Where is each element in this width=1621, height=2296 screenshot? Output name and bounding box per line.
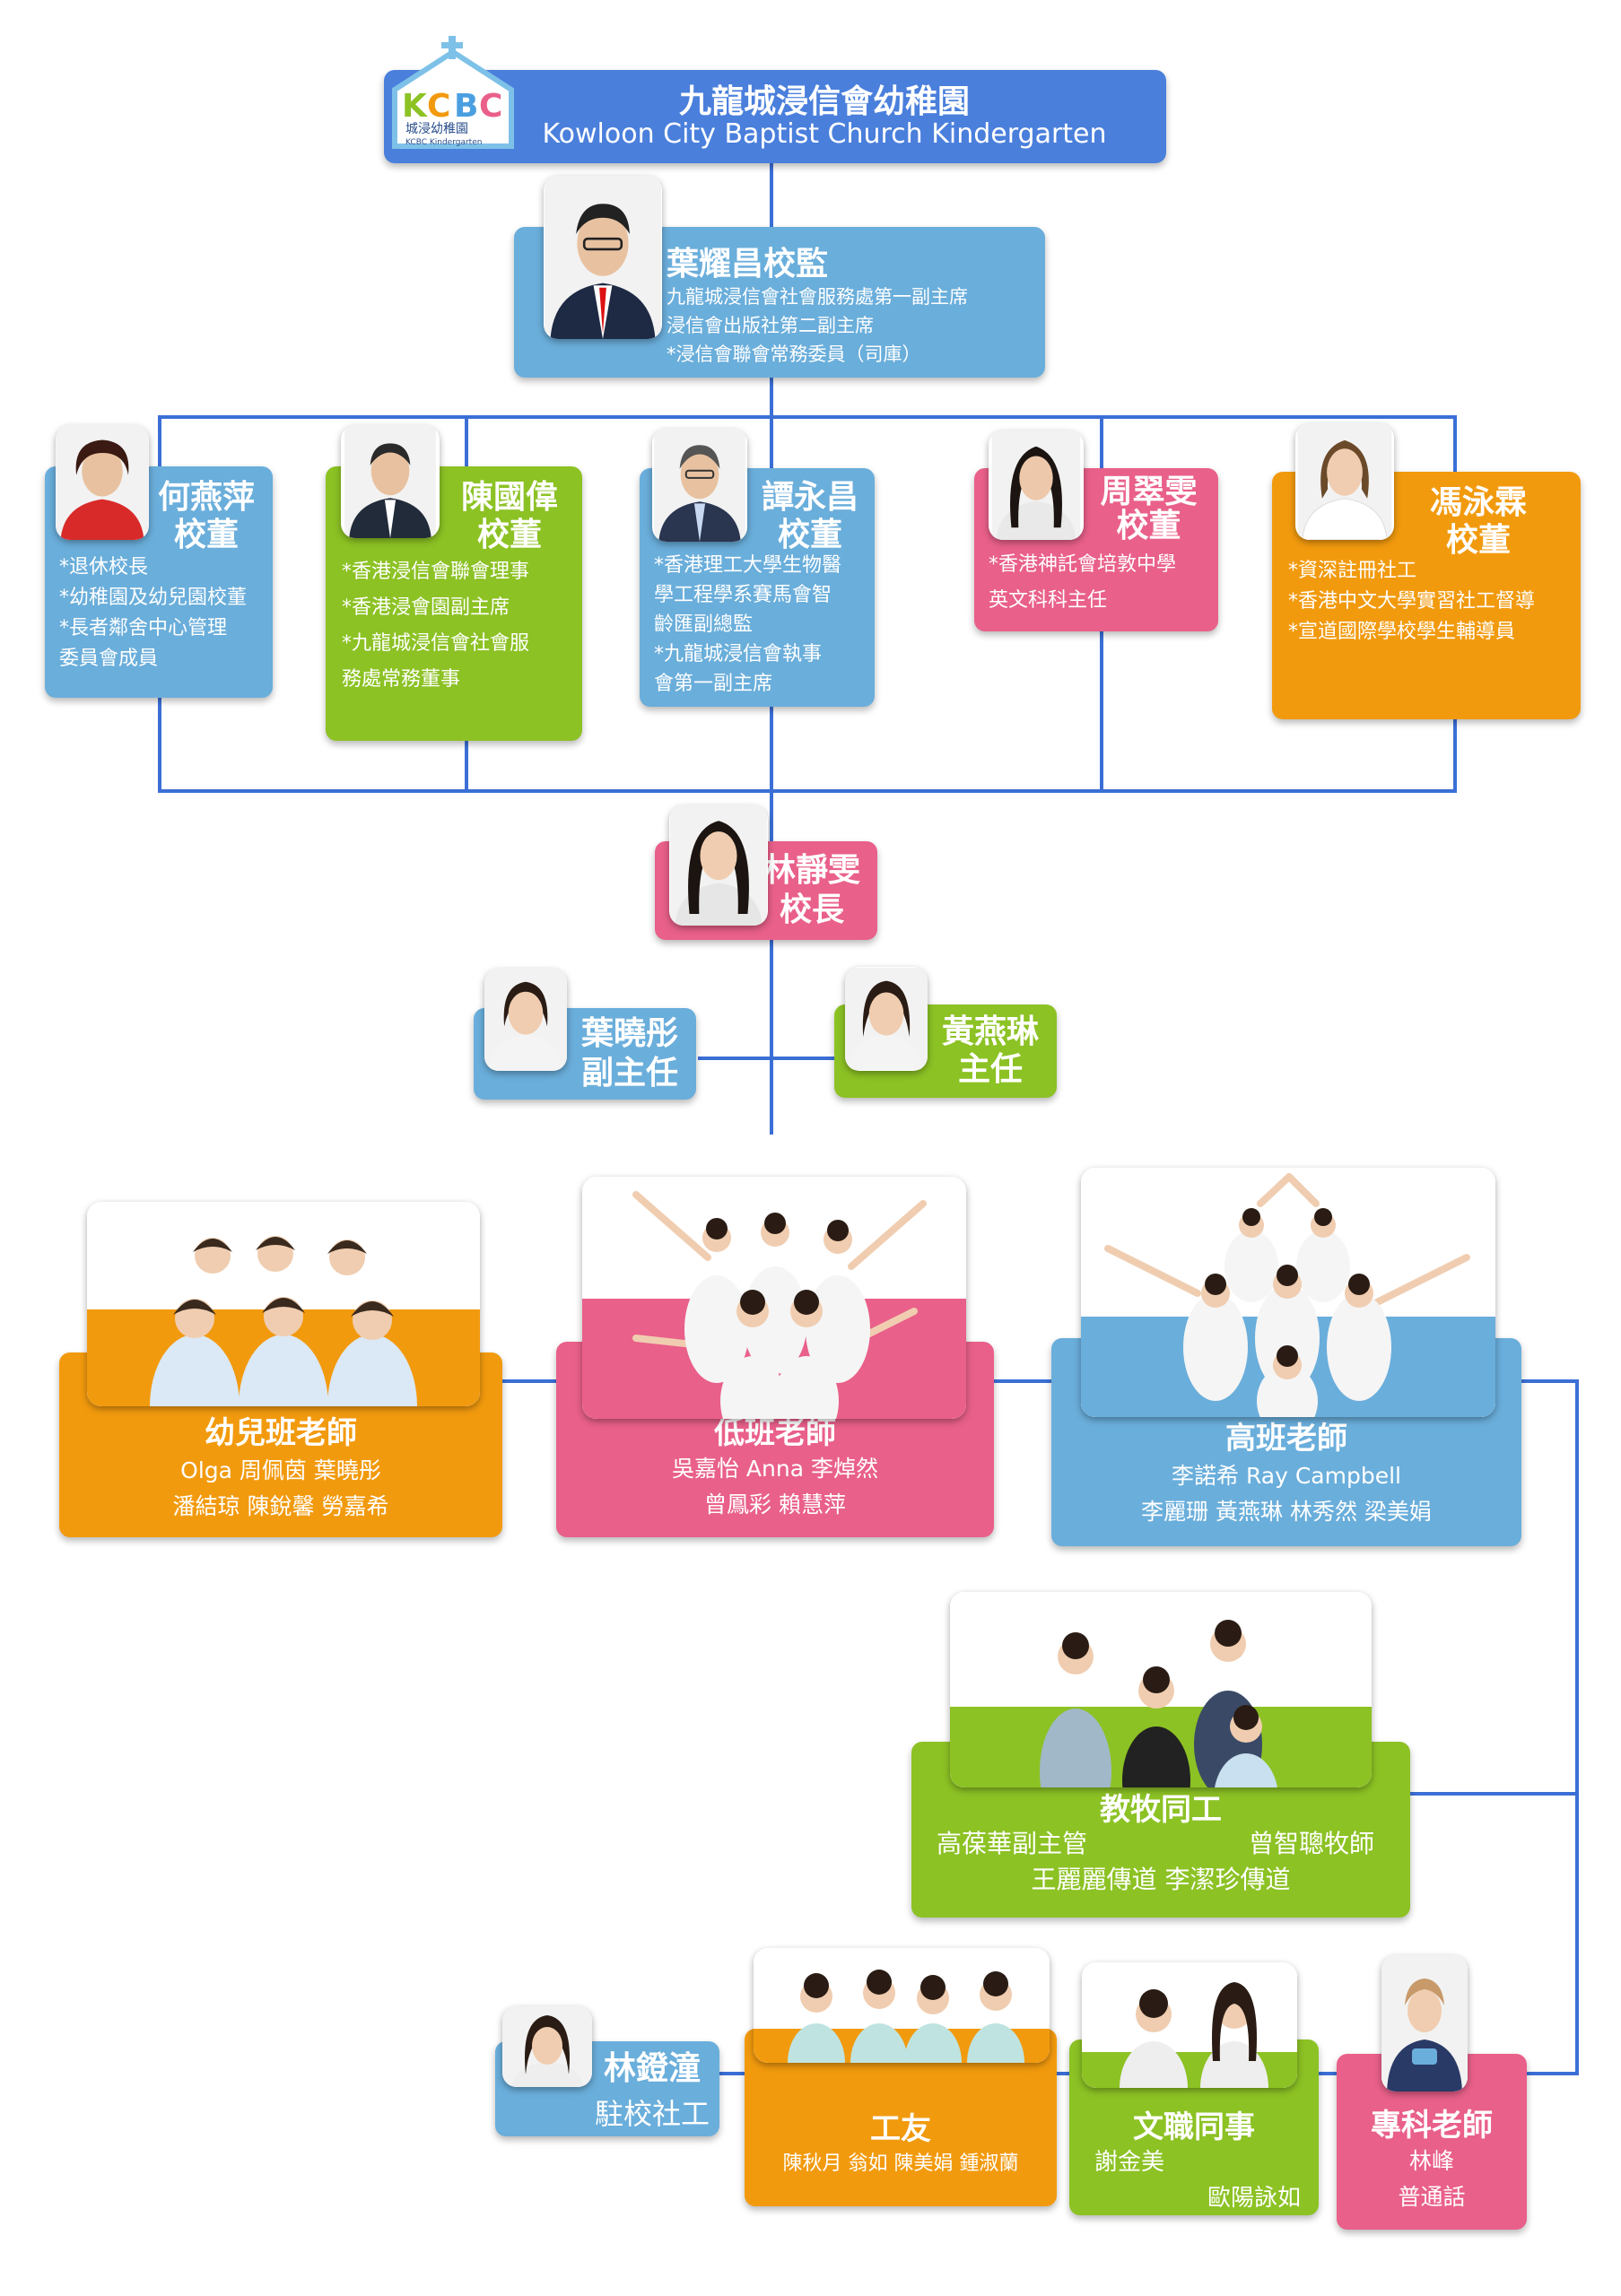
manager-title: 校董 bbox=[1445, 522, 1511, 559]
head-name: 黃燕琳 bbox=[941, 1013, 1039, 1050]
manager-duties: *香港神託會培敦中學 英文科科主任 bbox=[989, 553, 1177, 612]
social-worker-photo bbox=[502, 2006, 592, 2087]
group-members: 謝金美 bbox=[1094, 2149, 1165, 2176]
head-card: 黃燕琳 主任 bbox=[834, 1004, 1057, 1098]
head-photo bbox=[845, 967, 928, 1071]
clerical-staff-photo bbox=[1082, 1962, 1297, 2088]
group-members: Olga 周佩茵 葉曉彤 bbox=[180, 1457, 381, 1483]
manager-name: 周翠雯 bbox=[1100, 474, 1198, 510]
manager-title: 校董 bbox=[777, 517, 842, 553]
kindergarten-header: 九龍城浸信會幼稚園 Kowloon City Baptist Church Ki… bbox=[384, 70, 1166, 163]
group-members: 吳嘉怡 Anna 李焯然 bbox=[671, 1456, 878, 1482]
manager-photo-4 bbox=[989, 430, 1084, 540]
specialist-teacher-card: 專科老師 林峰 普通話 bbox=[1337, 2054, 1527, 2230]
principal-photo bbox=[669, 805, 768, 926]
upper-teachers-photo bbox=[1081, 1168, 1495, 1417]
manager-photo-2 bbox=[341, 425, 440, 538]
manager-duties: *香港浸信會聯會理事*香港浸會園副主席*九龍城浸信會社會服 務處常務董事 bbox=[342, 561, 530, 691]
svg-text:K: K bbox=[402, 88, 428, 125]
supervisor-name: 葉耀昌校監 bbox=[667, 246, 829, 283]
group-members: 林峰 bbox=[1408, 2148, 1454, 2174]
group-members: 李諾希 Ray Campbell bbox=[1172, 1463, 1401, 1489]
specialist-teacher-photo bbox=[1381, 1955, 1468, 2092]
group-members: 李麗珊 黃燕琳 林秀然 梁美娟 bbox=[1141, 1499, 1432, 1525]
social-worker-name: 林鐙潼 bbox=[603, 2050, 701, 2087]
manager-name: 何燕萍 bbox=[157, 479, 255, 516]
group-members: 陳秋月 翁如 陳美娟 鍾淑蘭 bbox=[782, 2152, 1019, 2175]
supervisor-photo bbox=[544, 176, 662, 339]
manager-photo-3 bbox=[652, 429, 747, 542]
kindergarten-name-en: Kowloon City Baptist Church Kindergarten bbox=[542, 118, 1107, 150]
principal-title: 校長 bbox=[779, 891, 844, 928]
pastoral-staff-photo bbox=[950, 1592, 1372, 1787]
principal-name: 林靜雯 bbox=[763, 852, 860, 889]
lower-teachers-photo bbox=[582, 1177, 966, 1419]
vice-head-title: 副主任 bbox=[580, 1055, 678, 1091]
manager-title: 校董 bbox=[1116, 508, 1181, 544]
manager-name: 譚永昌 bbox=[761, 479, 858, 516]
group-name: 文職同事 bbox=[1133, 2109, 1255, 2145]
manager-photo-1 bbox=[56, 425, 149, 540]
group-name: 工友 bbox=[870, 2111, 931, 2147]
nursery-teachers-photo bbox=[87, 1202, 480, 1406]
group-name: 幼兒班老師 bbox=[205, 1415, 357, 1451]
social-worker-title: 駐校社工 bbox=[594, 2097, 710, 2131]
svg-text:城浸幼稚園: 城浸幼稚園 bbox=[405, 122, 468, 136]
manager-duties: *資深註冊社工*香港中文大學實習社工督導*宣道國際學校學生輔導員 bbox=[1288, 560, 1536, 643]
social-worker-card: 林鐙潼 駐校社工 bbox=[495, 2041, 719, 2136]
group-members: 曾鳳彩 賴慧萍 bbox=[704, 1492, 846, 1518]
group-members: 普通話 bbox=[1398, 2184, 1466, 2210]
svg-text:C: C bbox=[427, 88, 450, 125]
manager-name: 馮泳霖 bbox=[1429, 484, 1527, 521]
group-members: 王麗麗傳道 李潔珍傳道 bbox=[1031, 1865, 1291, 1894]
manager-title: 校董 bbox=[476, 517, 542, 553]
svg-text:B: B bbox=[454, 88, 478, 125]
manager-photo-5 bbox=[1295, 423, 1394, 540]
manager-title: 校董 bbox=[173, 517, 239, 553]
manager-duties: *香港理工大學生物醫 學工程學系賽馬會智 齡匯副總監*九龍城浸信會執事 會第一副… bbox=[654, 554, 842, 695]
group-name: 低班老師 bbox=[714, 1415, 836, 1451]
group-members: 歐陽詠如 bbox=[1207, 2185, 1301, 2212]
group-members: 高葆華副主管 bbox=[937, 1829, 1088, 1858]
svg-text:C: C bbox=[479, 88, 502, 125]
kcbc-logo: K C B C 城浸幼稚園 KCBC Kindergarten bbox=[386, 34, 520, 151]
group-name: 專科老師 bbox=[1371, 2108, 1493, 2144]
manager-name: 陳國偉 bbox=[460, 479, 558, 516]
supervisor-duties: 九龍城浸信會社會服務處第一副主席 浸信會出版社第二副主席 *浸信會聯會常務委員（… bbox=[667, 286, 968, 365]
group-members: 潘結琼 陳銳馨 勞嘉希 bbox=[172, 1493, 389, 1519]
group-name: 高班老師 bbox=[1225, 1421, 1347, 1457]
head-title: 主任 bbox=[957, 1051, 1023, 1088]
manager-duties: *退休校長*幼稚園及幼兒園校董*長者鄰舍中心管理 委員會成員 bbox=[59, 556, 248, 670]
group-name: 教牧同工 bbox=[1100, 1792, 1222, 1828]
janitors-photo bbox=[754, 1948, 1050, 2063]
vice-head-photo bbox=[484, 969, 567, 1071]
svg-text:KCBC Kindergarten: KCBC Kindergarten bbox=[405, 138, 482, 147]
group-members: 曾智聰牧師 bbox=[1248, 1829, 1374, 1858]
kindergarten-name-cn: 九龍城浸信會幼稚園 bbox=[678, 83, 970, 120]
vice-head-name: 葉曉彤 bbox=[580, 1015, 678, 1052]
